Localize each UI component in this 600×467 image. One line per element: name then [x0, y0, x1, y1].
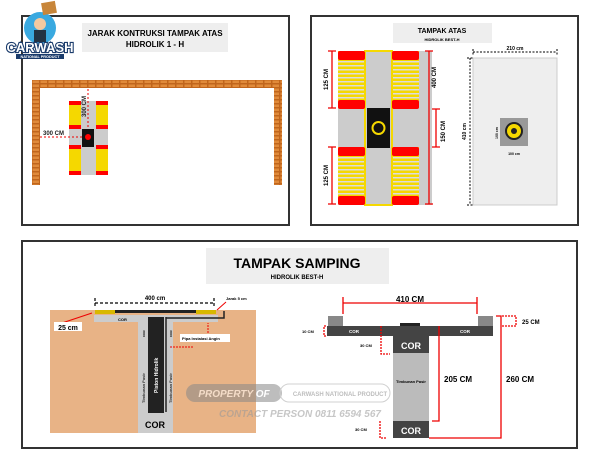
cor-label: COR: [142, 330, 146, 338]
cor-bottom-right: COR: [401, 426, 422, 436]
svg-text:CARWASH NATIONAL PRODUCT: CARWASH NATIONAL PRODUCT: [293, 392, 388, 398]
cor-label: COR: [349, 329, 360, 334]
dim-410cm: 410 CM: [396, 295, 424, 304]
cor-label: COR: [118, 317, 127, 322]
panel3-dimension-lines: [323, 297, 517, 439]
dim-25cm: 25 cm: [58, 325, 78, 332]
dim-125-bottom: 125 CM: [324, 165, 330, 186]
dim-25cm-right: 25 CM: [522, 320, 540, 326]
svg-text:CARWASH: CARWASH: [7, 40, 74, 55]
panel1-title-box: [82, 23, 228, 52]
svg-text:NATIONAL PRODUCT: NATIONAL PRODUCT: [20, 55, 60, 59]
cor-label: COR: [169, 330, 173, 338]
timbunan-pasir: Timbunan Pasir: [396, 379, 426, 384]
dim-base-h: 100 cm: [495, 127, 499, 139]
dim-260cm: 260 CM: [506, 375, 534, 384]
dim-400cm: 400 cm: [145, 296, 165, 302]
dim-10cm: 10 CM: [302, 329, 314, 334]
dim-base-w: 100 cm: [508, 152, 520, 156]
dim-205cm: 205 CM: [444, 375, 472, 384]
panel2-title: TAMPAK ATAS: [418, 28, 467, 35]
panel2-dimension-lines: [328, 50, 440, 205]
dim-125-top: 125 CM: [324, 69, 330, 90]
svg-text:CONTACT PERSON 0811 6594 567: CONTACT PERSON 0811 6594 567: [219, 409, 381, 420]
dim-410: 410 cm: [462, 122, 468, 140]
pipa-label: Pipa Instalasi Angin: [182, 336, 220, 341]
panel2-subtitle: HIDROLIK BEST-H: [424, 37, 459, 42]
panel3-title: TAMPAK SAMPING: [233, 255, 360, 271]
cor-label: COR: [460, 329, 471, 334]
panel3-subtitle: HIDROLIK BEST-H: [271, 275, 324, 281]
watermark: PROPERTY OF CARWASH NATIONAL PRODUCT CON…: [186, 383, 391, 420]
panel1-subtitle: HIDROLIK 1 - H: [126, 40, 184, 49]
carwash-logo: CARWASH NATIONAL PRODUCT: [5, 0, 75, 59]
cor-bottom-left: COR: [145, 420, 166, 430]
svg-text:PROPERTY OF: PROPERTY OF: [198, 389, 270, 400]
dim-30cm-bottom: 30 CM: [355, 427, 367, 432]
lift-top-view: [338, 50, 432, 206]
panel2-title-box: [393, 23, 492, 43]
timbunan-right: Timbunan Pasir: [168, 373, 173, 403]
dim-400: 400 CM: [432, 67, 438, 88]
dim-150: 150 CM: [441, 121, 447, 142]
lift-top-view-small: [69, 101, 108, 175]
side-view-ground: [50, 310, 256, 433]
panel1-title: JARAK KONTRUKSI TAMPAK ATAS: [87, 29, 223, 38]
panel3-title-box: [206, 248, 389, 284]
jarak-label: Jarak 5 cm: [226, 296, 247, 301]
dim-210: 210 cm: [507, 46, 525, 52]
dim-300-vertical: 300 CM: [82, 96, 88, 117]
piston-label: Piston Hidrolik: [154, 358, 160, 394]
timbunan-left: Timbunan Pasir: [141, 373, 146, 403]
dim-30cm-top: 30 CM: [360, 343, 372, 348]
cor-top-right: COR: [401, 341, 422, 351]
side-view-cross-section: [327, 316, 493, 438]
dim-300-horizontal: 300 CM: [43, 131, 64, 137]
